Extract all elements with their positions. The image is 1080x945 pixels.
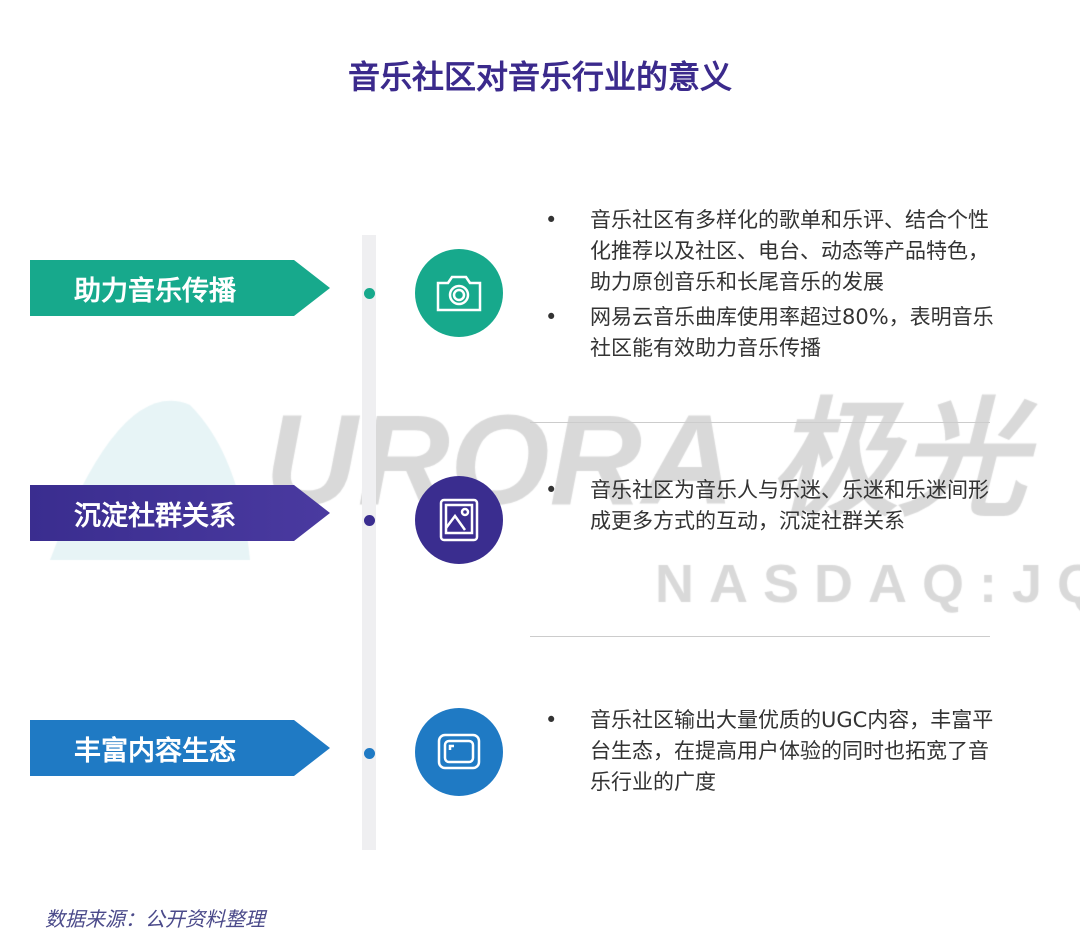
- banner-content: 丰富内容生态: [30, 720, 330, 776]
- camera-icon: [415, 249, 503, 337]
- list-item: • 网易云音乐曲库使用率超过80%，表明音乐社区能有效助力音乐传播: [545, 302, 995, 364]
- bullet-text: 网易云音乐曲库使用率超过80%，表明音乐社区能有效助力音乐传播: [590, 305, 994, 360]
- timeline-dot: [364, 515, 375, 526]
- banner-community: 沉淀社群关系: [30, 485, 330, 541]
- bullet: •: [545, 708, 558, 732]
- section-text-content: • 音乐社区输出大量优质的UGC内容，丰富平台生态，在提高用户体验的同时也拓宽了音…: [545, 705, 995, 802]
- divider: [530, 636, 990, 637]
- page-title: 音乐社区对音乐行业的意义: [347, 58, 732, 96]
- tv-icon: [415, 708, 503, 796]
- bullet-text: 音乐社区输出大量优质的UGC内容，丰富平台生态，在提高用户体验的同时也拓宽了音乐…: [590, 708, 994, 794]
- bullet: •: [545, 305, 558, 329]
- bullet-text: 音乐社区为音乐人与乐迷、乐迷和乐迷间形成更多方式的互动，沉淀社群关系: [590, 478, 989, 533]
- section-text-community: • 音乐社区为音乐人与乐迷、乐迷和乐迷间形成更多方式的互动，沉淀社群关系: [545, 475, 995, 541]
- bullet: •: [545, 208, 558, 232]
- list-item: • 音乐社区有多样化的歌单和乐评、结合个性化推荐以及社区、电台、动态等产品特色，助…: [545, 205, 995, 298]
- list-item: • 音乐社区输出大量优质的UGC内容，丰富平台生态，在提高用户体验的同时也拓宽了音…: [545, 705, 995, 798]
- list-item: • 音乐社区为音乐人与乐迷、乐迷和乐迷间形成更多方式的互动，沉淀社群关系: [545, 475, 995, 537]
- timeline-dot: [364, 748, 375, 759]
- divider: [530, 422, 990, 423]
- data-source: 数据来源：公开资料整理: [45, 907, 265, 931]
- section-text-spread: • 音乐社区有多样化的歌单和乐评、结合个性化推荐以及社区、电台、动态等产品特色，助…: [545, 205, 995, 368]
- bullet: •: [545, 478, 558, 502]
- bullet-text: 音乐社区有多样化的歌单和乐评、结合个性化推荐以及社区、电台、动态等产品特色，助力…: [590, 208, 989, 294]
- timeline-dot: [364, 288, 375, 299]
- image-icon: [415, 476, 503, 564]
- banner-spread: 助力音乐传播: [30, 260, 330, 316]
